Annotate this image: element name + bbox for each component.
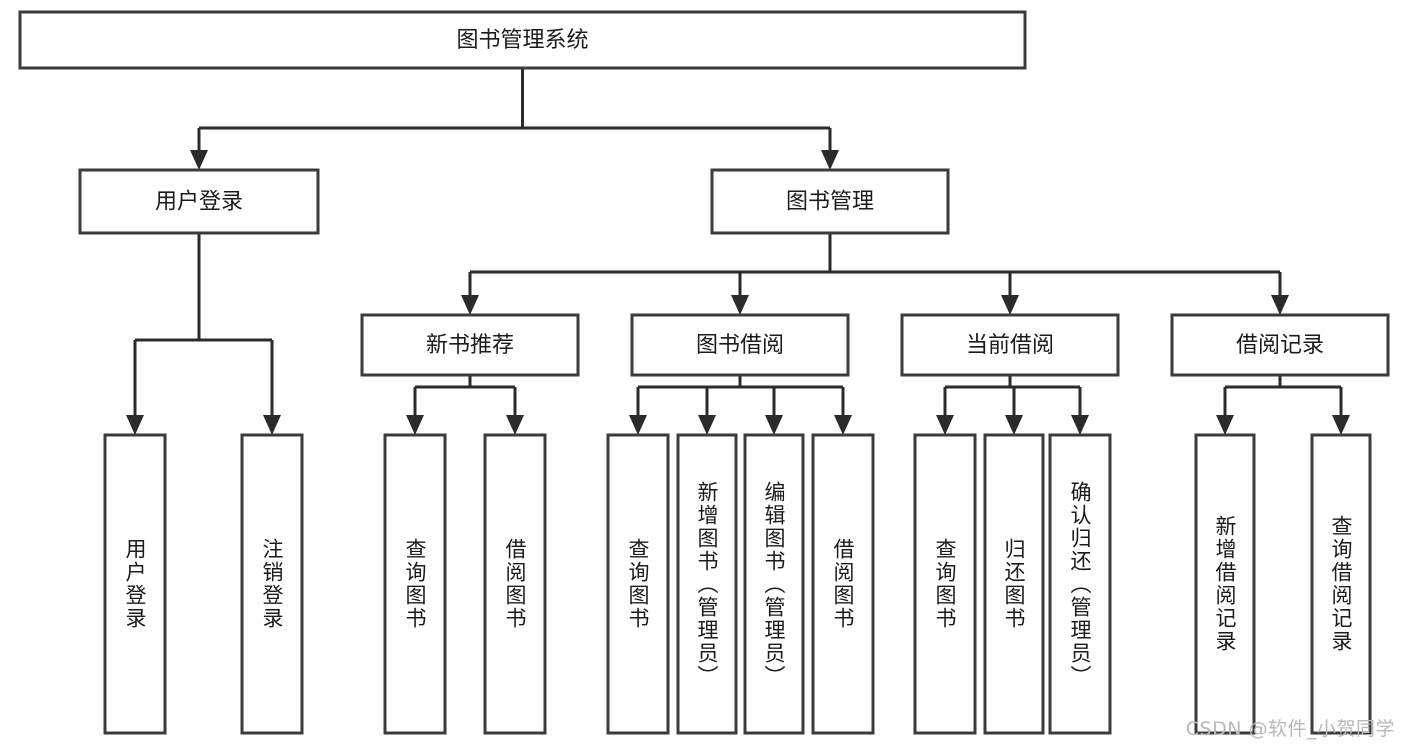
node-box-leaf-add-record[interactable]	[1194, 433, 1256, 735]
arrow-head-icon	[461, 295, 479, 315]
arrow-head-icon	[506, 415, 524, 435]
arrow-head-icon	[629, 415, 647, 435]
node-box-borrow-record[interactable]	[1170, 313, 1390, 377]
arrow-head-icon	[765, 415, 783, 435]
box-layer	[18, 10, 1390, 735]
arrow-head-icon	[698, 415, 716, 435]
watermark-text: CSDN @软件_小贺同学	[1185, 718, 1395, 740]
node-box-leaf-user-logout[interactable]	[240, 433, 304, 735]
arrow-head-icon	[126, 415, 144, 435]
node-box-leaf-query-book-2[interactable]	[606, 433, 670, 735]
arrow-head-icon	[731, 295, 749, 315]
arrow-head-icon	[190, 150, 208, 170]
node-label-book-manage: 图书管理	[786, 190, 874, 215]
node-box-leaf-borrow-book-1[interactable]	[483, 433, 547, 735]
node-label-root: 图书管理系统	[456, 28, 588, 53]
arrow-head-icon	[1216, 415, 1234, 435]
node-box-book-borrow[interactable]	[630, 313, 850, 377]
node-box-leaf-return-book[interactable]	[983, 433, 1045, 735]
node-box-book-manage[interactable]	[710, 168, 950, 235]
node-box-leaf-query-book-1[interactable]	[383, 433, 447, 735]
node-label-user-login: 用户登录	[155, 190, 243, 215]
node-label-current-borrow: 当前借阅	[966, 333, 1054, 358]
arrow-head-icon	[263, 415, 281, 435]
node-box-new-book-recommend[interactable]	[360, 313, 580, 377]
node-box-user-login[interactable]	[78, 168, 320, 235]
node-box-leaf-edit-book[interactable]	[743, 433, 805, 735]
node-box-leaf-query-book-3[interactable]	[913, 433, 977, 735]
arrow-head-icon	[1001, 295, 1019, 315]
node-box-leaf-confirm-return[interactable]	[1048, 433, 1112, 735]
node-box-leaf-add-book[interactable]	[676, 433, 738, 735]
node-label-borrow-record: 借阅记录	[1236, 333, 1324, 358]
node-box-current-borrow[interactable]	[900, 313, 1120, 377]
arrow-head-icon	[1332, 415, 1350, 435]
arrow-head-icon	[821, 150, 839, 170]
connector-layer	[126, 68, 1350, 435]
node-label-new-book-recommend: 新书推荐	[426, 333, 514, 358]
arrow-head-icon	[936, 415, 954, 435]
node-label-book-borrow: 图书借阅	[696, 333, 784, 358]
node-box-root[interactable]	[18, 10, 1027, 70]
arrow-head-icon	[406, 415, 424, 435]
node-box-leaf-borrow-book-2[interactable]	[811, 433, 875, 735]
node-box-leaf-user-login[interactable]	[103, 433, 167, 735]
node-box-leaf-query-record[interactable]	[1310, 433, 1372, 735]
arrow-head-icon	[1071, 415, 1089, 435]
arrow-head-icon	[834, 415, 852, 435]
arrow-head-icon	[1271, 295, 1289, 315]
arrow-head-icon	[1005, 415, 1023, 435]
